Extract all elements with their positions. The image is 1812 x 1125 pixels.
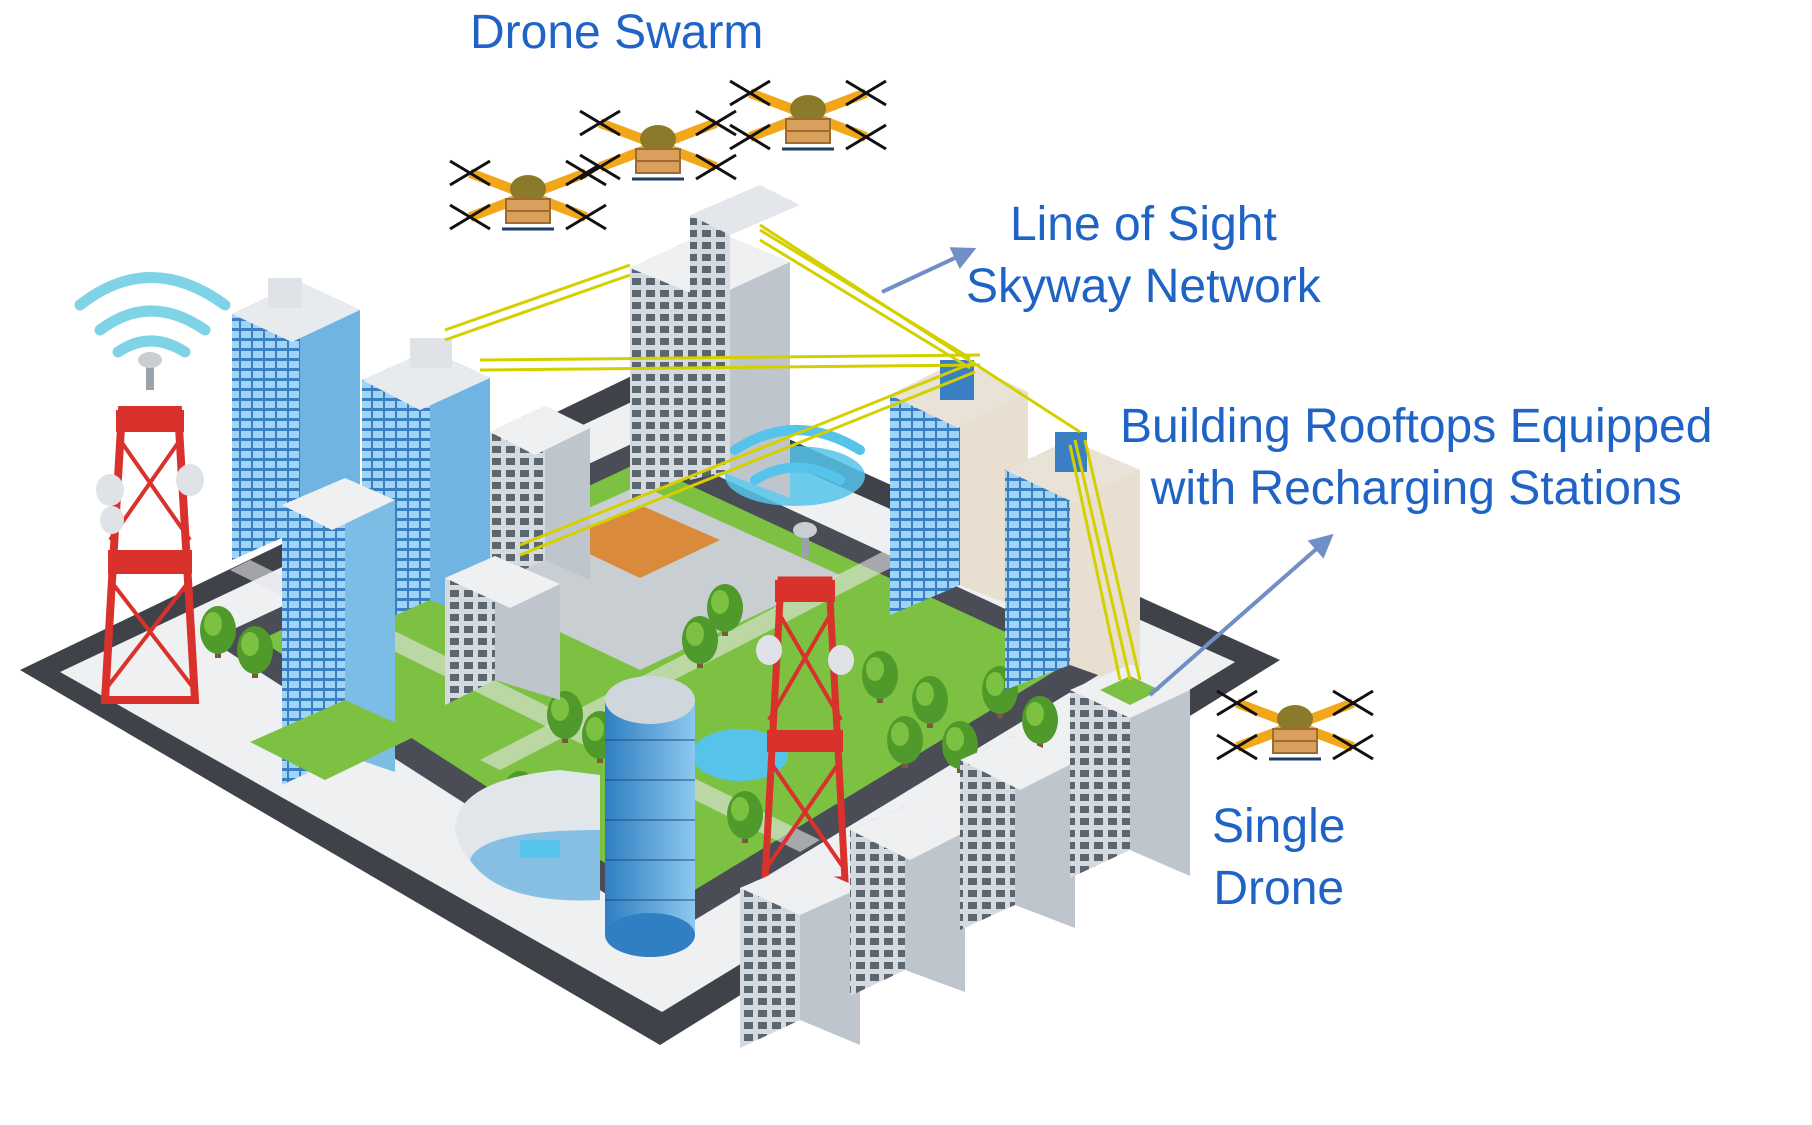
building-small-mid xyxy=(490,406,590,585)
skyway-network-label: Line of Sight Skyway Network xyxy=(966,194,1321,318)
building-curved-low xyxy=(455,770,600,901)
arrow-icon xyxy=(881,247,977,294)
cell-tower-icon xyxy=(96,352,204,704)
drone-icon xyxy=(1217,691,1373,759)
skyway-line1-text: Line of Sight xyxy=(1009,198,1277,251)
rooftops-line1-text: Building Rooftops Equipped xyxy=(1120,400,1713,453)
wifi-signal-icon xyxy=(730,425,865,485)
drone-swarm-label: Drone Swarm xyxy=(470,2,763,64)
rooftops-label: Building Rooftops Equipped with Rechargi… xyxy=(1120,396,1712,520)
drone-icon xyxy=(450,161,606,229)
drone-icon xyxy=(730,81,886,149)
building-cylinder-glass xyxy=(605,676,695,957)
single-line2-text: Drone xyxy=(1213,862,1345,915)
drone-icon xyxy=(580,111,736,179)
arrow-icon xyxy=(1148,533,1334,697)
single-line1-text: Single xyxy=(1212,800,1346,853)
building-white-tower xyxy=(630,185,800,500)
cell-tower-icon xyxy=(756,522,854,884)
building-glass-mid xyxy=(362,338,490,630)
skyway-lines xyxy=(444,223,1142,681)
building-glass-front xyxy=(250,478,420,785)
buildings-front-row xyxy=(740,664,1190,1048)
drone-swarm-text: Drone Swarm xyxy=(470,6,764,59)
wifi-signal-icon xyxy=(74,272,231,358)
single-drone-label: Single Drone xyxy=(1212,796,1345,920)
skyway-line2-text: Skyway Network xyxy=(966,260,1321,313)
pond xyxy=(692,729,788,781)
rooftops-line2-text: with Recharging Stations xyxy=(1150,462,1682,515)
building-tall-glass-left xyxy=(232,278,360,560)
building-low-left xyxy=(445,556,560,705)
